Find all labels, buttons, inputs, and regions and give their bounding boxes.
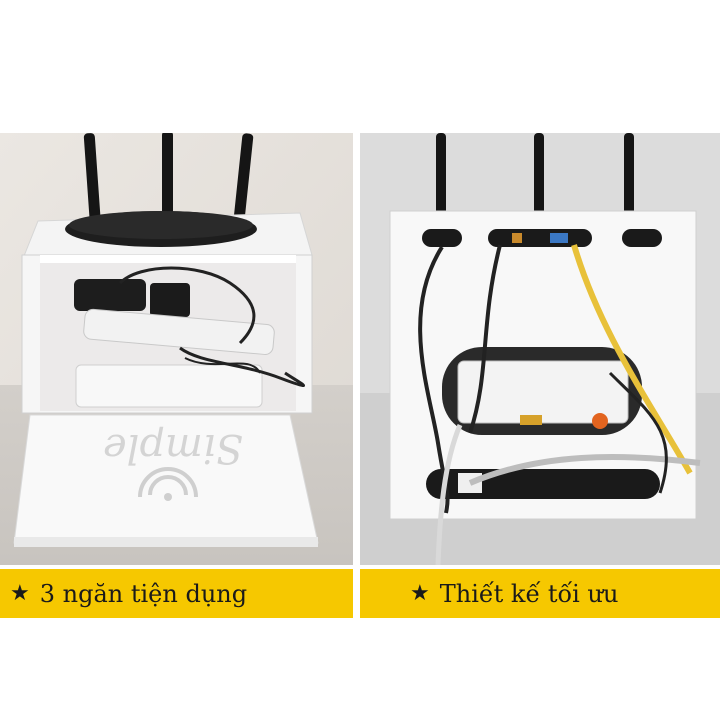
door-logo-text: Simple [102, 425, 244, 471]
right-caption-text: Thiết kế tối ưu [439, 579, 619, 608]
right-caption-bar: ★ Thiết kế tối ưu [360, 569, 720, 618]
star-icon: ★ [10, 580, 30, 606]
right-photo-illustration [360, 133, 720, 565]
right-product-photo [360, 133, 720, 565]
left-product-photo: Simple [0, 133, 353, 565]
left-caption-bar: ★ 3 ngăn tiện dụng [0, 569, 353, 618]
left-photo-illustration [0, 133, 353, 565]
star-icon: ★ [410, 580, 430, 606]
left-caption-text: 3 ngăn tiện dụng [39, 579, 248, 608]
